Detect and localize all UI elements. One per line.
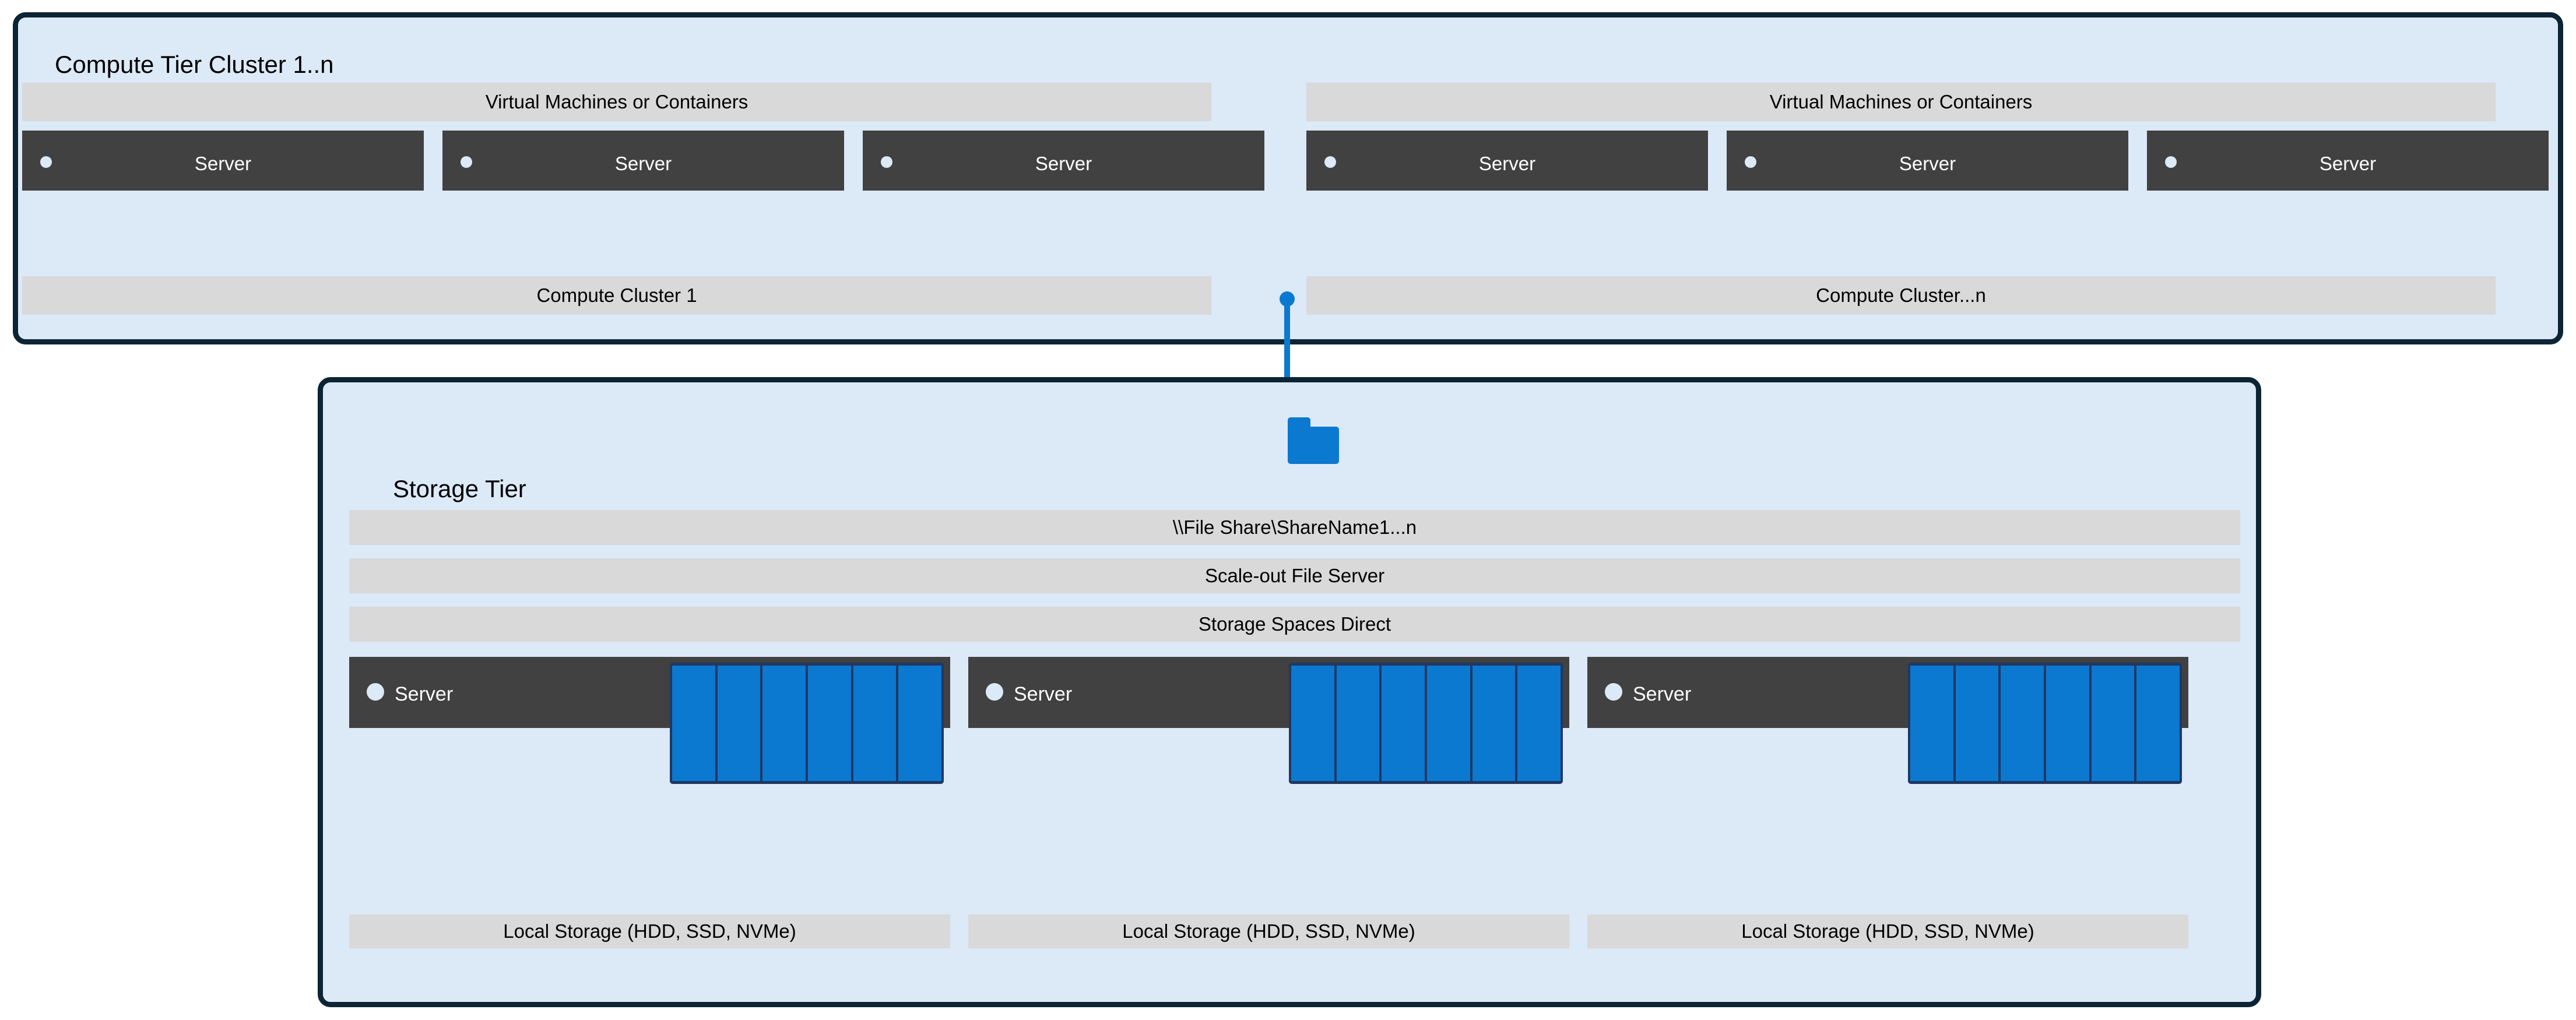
storage-tier-container: Storage Tier \\File Share\ShareName1...n… bbox=[318, 377, 2261, 1007]
status-led-icon bbox=[881, 156, 892, 168]
storage-tier-title: Storage Tier bbox=[393, 475, 526, 502]
disk-bar bbox=[2136, 666, 2180, 781]
disk-bar bbox=[2001, 666, 2044, 781]
server-label: Server bbox=[1899, 153, 1956, 174]
disk-bar bbox=[1955, 666, 1999, 781]
storage-node-2-server: Server bbox=[968, 657, 1569, 784]
storage-node-1: Server Local Storage (HDD, SSD, NVMe) bbox=[349, 657, 950, 948]
compute-cluster-1-server-2: Server bbox=[442, 131, 844, 191]
storage-node-2: Server Local Storage (HDD, SSD, NVMe) bbox=[968, 657, 1569, 948]
disk-bar bbox=[1910, 666, 1953, 781]
server-label: Server bbox=[1478, 153, 1536, 174]
compute-tier-title: Compute Tier Cluster 1..n bbox=[55, 51, 334, 78]
status-led-icon bbox=[2165, 156, 2177, 168]
disk-bar bbox=[853, 666, 897, 781]
disk-bar bbox=[808, 666, 851, 781]
disk-bar bbox=[898, 666, 942, 781]
status-led-icon bbox=[1605, 683, 1622, 701]
disk-bar bbox=[1382, 666, 1425, 781]
status-led-icon bbox=[1745, 156, 1756, 168]
compute-cluster-n-server-3: Server bbox=[2147, 131, 2549, 191]
compute-cluster-1-vm-band: Virtual Machines or Containers bbox=[22, 83, 1211, 121]
server-label: Server bbox=[1633, 683, 1692, 705]
compute-tier-container: Compute Tier Cluster 1..n Virtual Machin… bbox=[13, 12, 2563, 344]
disk-bar bbox=[1427, 666, 1470, 781]
storage-spaces-direct-band: Storage Spaces Direct bbox=[349, 607, 2240, 642]
disk-array bbox=[1289, 663, 1563, 784]
storage-node-1-server: Server bbox=[349, 657, 950, 784]
compute-cluster-n-server-1: Server bbox=[1306, 131, 1708, 191]
server-label: Server bbox=[614, 153, 672, 174]
disk-array bbox=[1908, 663, 2182, 784]
compute-cluster-1-server-1: Server bbox=[22, 131, 424, 191]
compute-cluster-1-name-band: Compute Cluster 1 bbox=[22, 276, 1211, 315]
server-label: Server bbox=[1035, 153, 1092, 174]
disk-bar bbox=[762, 666, 806, 781]
disk-bar bbox=[717, 666, 761, 781]
compute-cluster-n-name-band: Compute Cluster...n bbox=[1306, 276, 2496, 315]
scale-out-file-server-band: Scale-out File Server bbox=[349, 558, 2240, 593]
server-label: Server bbox=[2319, 153, 2377, 174]
disk-bar bbox=[1472, 666, 1516, 781]
compute-cluster-1: Virtual Machines or Containers Server Se… bbox=[22, 83, 1264, 315]
storage-node-3-local-storage-band: Local Storage (HDD, SSD, NVMe) bbox=[1587, 915, 2188, 948]
storage-node-3: Server Local Storage (HDD, SSD, NVMe) bbox=[1587, 657, 2188, 948]
disk-bar bbox=[2046, 666, 2089, 781]
server-label: Server bbox=[194, 153, 252, 174]
status-led-icon bbox=[461, 156, 472, 168]
storage-node-2-local-storage-band: Local Storage (HDD, SSD, NVMe) bbox=[968, 915, 1569, 948]
compute-cluster-n-vm-band: Virtual Machines or Containers bbox=[1306, 83, 2496, 121]
status-led-icon bbox=[367, 683, 384, 701]
folder-body bbox=[1288, 427, 1339, 464]
storage-node-3-server: Server bbox=[1587, 657, 2188, 784]
disk-bar bbox=[672, 666, 715, 781]
server-label: Server bbox=[395, 683, 454, 705]
disk-bar bbox=[1291, 666, 1334, 781]
connector-line bbox=[1284, 297, 1290, 408]
status-led-icon bbox=[40, 156, 52, 168]
file-share-band: \\File Share\ShareName1...n bbox=[349, 510, 2240, 545]
disk-bar bbox=[2091, 666, 2135, 781]
server-label: Server bbox=[1014, 683, 1073, 705]
disk-bar bbox=[1336, 666, 1380, 781]
compute-cluster-n: Virtual Machines or Containers Server Se… bbox=[1306, 83, 2549, 315]
status-led-icon bbox=[986, 683, 1003, 701]
storage-node-1-local-storage-band: Local Storage (HDD, SSD, NVMe) bbox=[349, 915, 950, 948]
compute-cluster-n-server-2: Server bbox=[1727, 131, 2128, 191]
disk-array bbox=[670, 663, 944, 784]
compute-cluster-1-server-3: Server bbox=[863, 131, 1264, 191]
folder-icon bbox=[1288, 417, 1339, 464]
status-led-icon bbox=[1324, 156, 1336, 168]
disk-bar bbox=[1517, 666, 1561, 781]
